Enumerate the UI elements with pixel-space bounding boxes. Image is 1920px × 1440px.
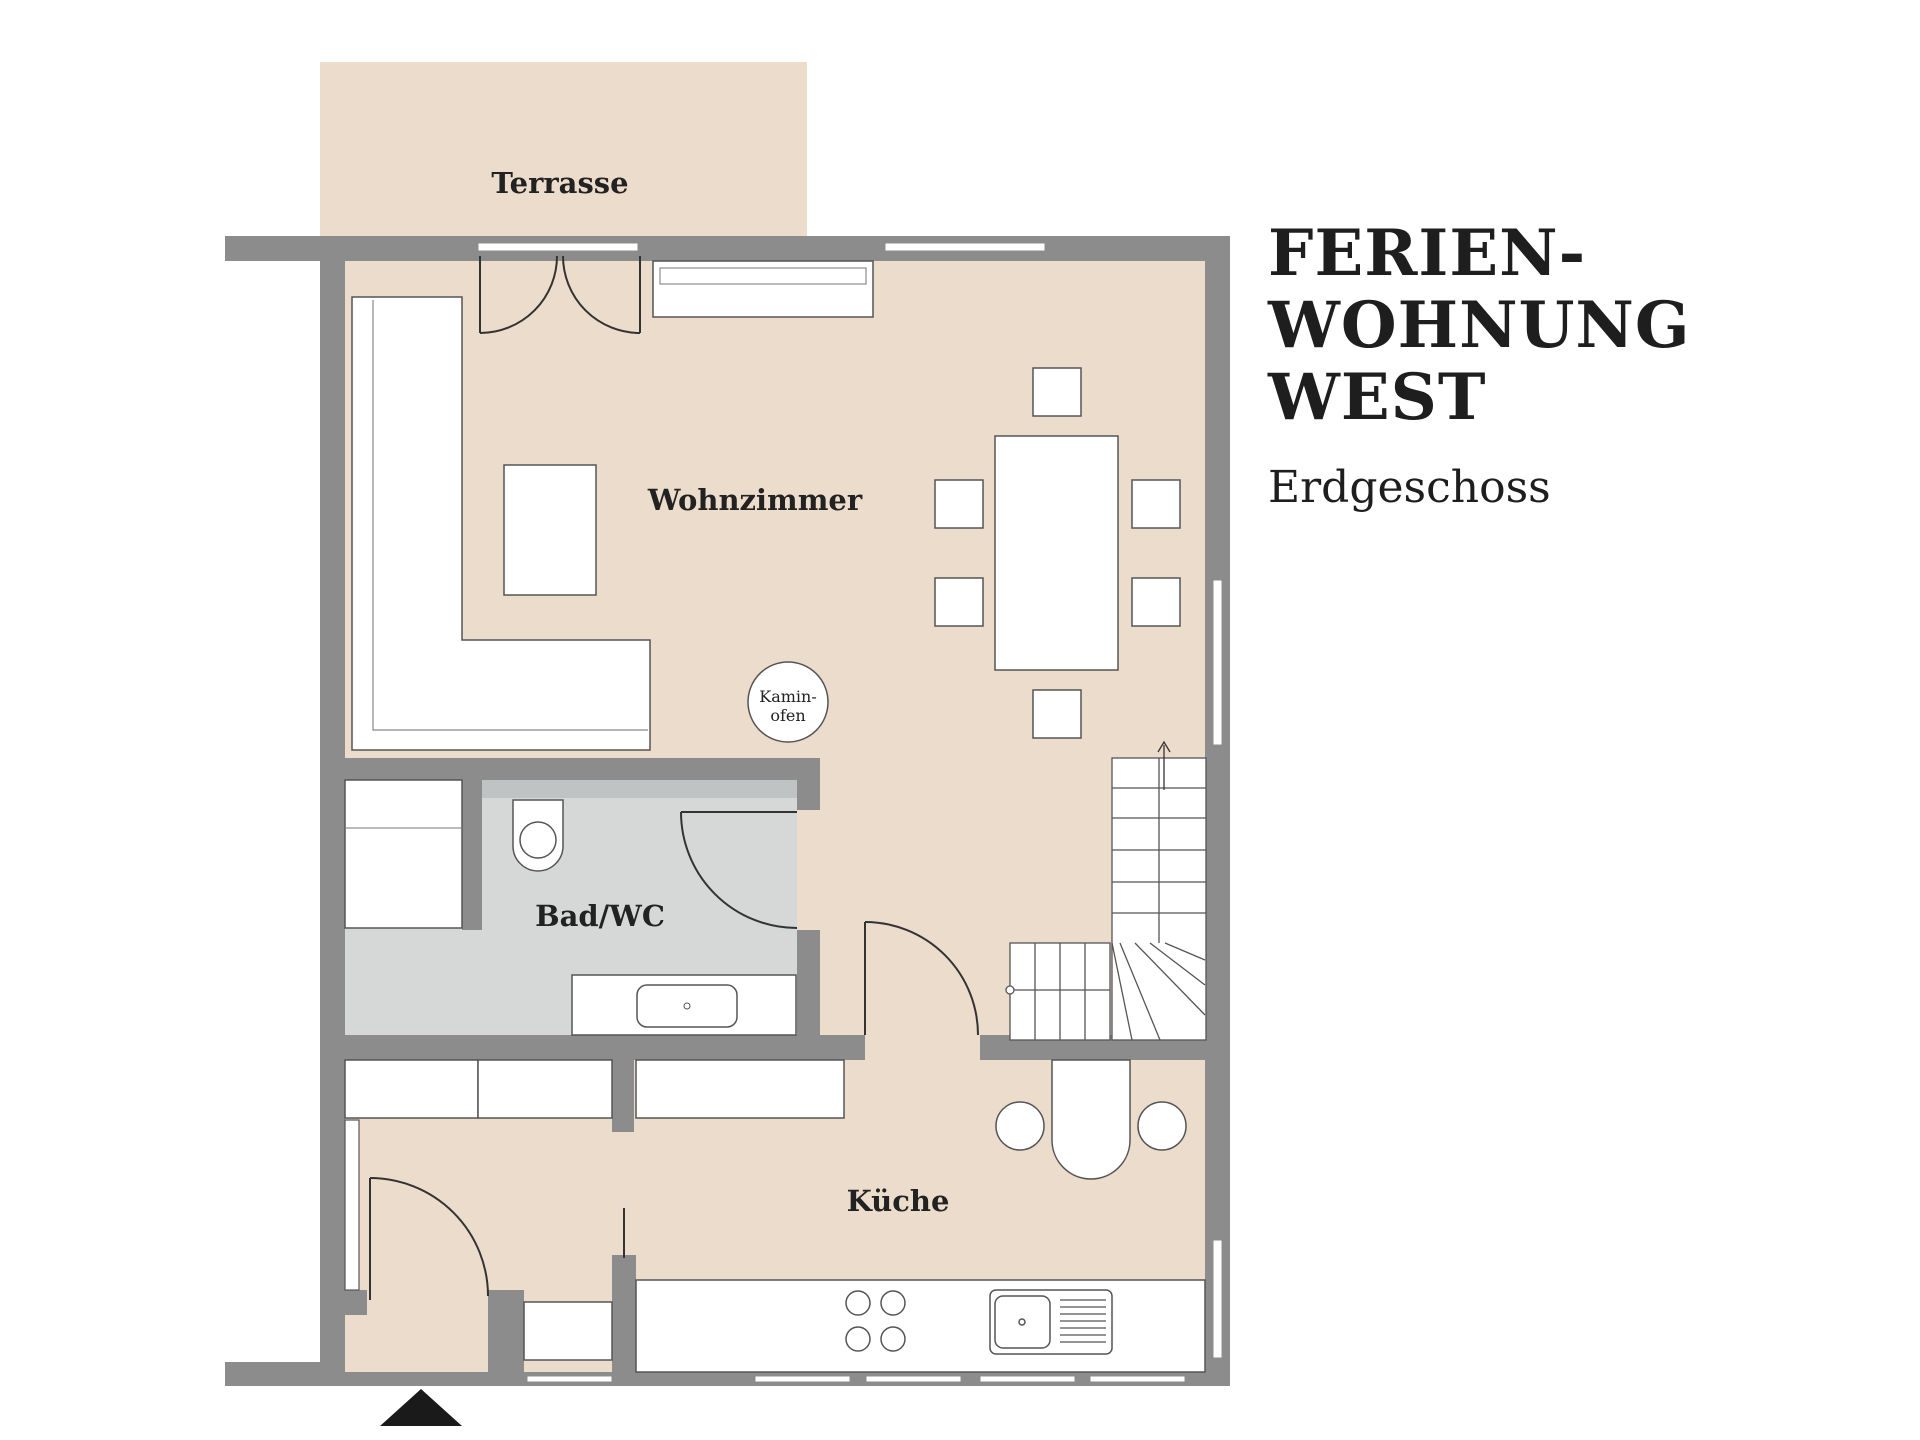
title-line-3: WEST: [1268, 360, 1487, 435]
title-line-1: FERIEN-: [1268, 216, 1587, 291]
entrance-arrow-icon: [380, 1389, 462, 1426]
title-line-2: WOHNUNG: [1268, 288, 1691, 363]
windows: [477, 242, 1223, 1383]
bathroom-fixtures: [344, 779, 797, 1036]
coffee-table: [503, 464, 597, 596]
stool: [995, 1101, 1045, 1151]
dining-set: [934, 367, 1181, 739]
stove-label-line2: ofen: [770, 706, 805, 725]
chair: [1131, 577, 1181, 627]
stove-label-line1: Kamin-: [759, 687, 817, 706]
stool: [1137, 1101, 1187, 1151]
dining-table: [994, 435, 1119, 671]
terrace-door: [479, 255, 641, 334]
sideboard: [652, 260, 874, 318]
title-block: FERIEN- WOHNUNG WEST Erdgeschoss: [1268, 216, 1691, 514]
l-sofa: [351, 296, 651, 751]
label-terrace: Terrasse: [491, 166, 628, 200]
hob-burner: [845, 1290, 871, 1316]
chair: [934, 577, 984, 627]
hob-burner: [880, 1326, 906, 1352]
bathtub: [344, 779, 463, 929]
fireplace-stove: Kamin- ofen: [747, 661, 829, 743]
chair: [934, 479, 984, 529]
terrace-area: [320, 62, 807, 237]
walls: [225, 236, 1230, 1386]
kitchen-counter: [635, 1279, 1206, 1373]
chair: [1032, 689, 1082, 739]
staircase: [1005, 740, 1207, 1041]
floor-subtitle: Erdgeschoss: [1268, 462, 1551, 513]
label-bathroom: Bad/WC: [535, 899, 665, 933]
breakfast-table: [995, 1059, 1187, 1180]
hob-burner: [880, 1290, 906, 1316]
wall-cabinets: [344, 1059, 845, 1119]
label-kitchen: Küche: [847, 1184, 950, 1218]
hob-burner: [845, 1326, 871, 1352]
chair: [1131, 479, 1181, 529]
coat-rack: [344, 1119, 360, 1291]
chair: [1032, 367, 1082, 417]
shoe-cabinet: [523, 1301, 613, 1361]
bathroom-door: [680, 811, 798, 929]
label-living-room: Wohnzimmer: [647, 483, 863, 517]
entrance-door: [369, 1177, 489, 1300]
kitchen-door: [864, 921, 979, 1036]
